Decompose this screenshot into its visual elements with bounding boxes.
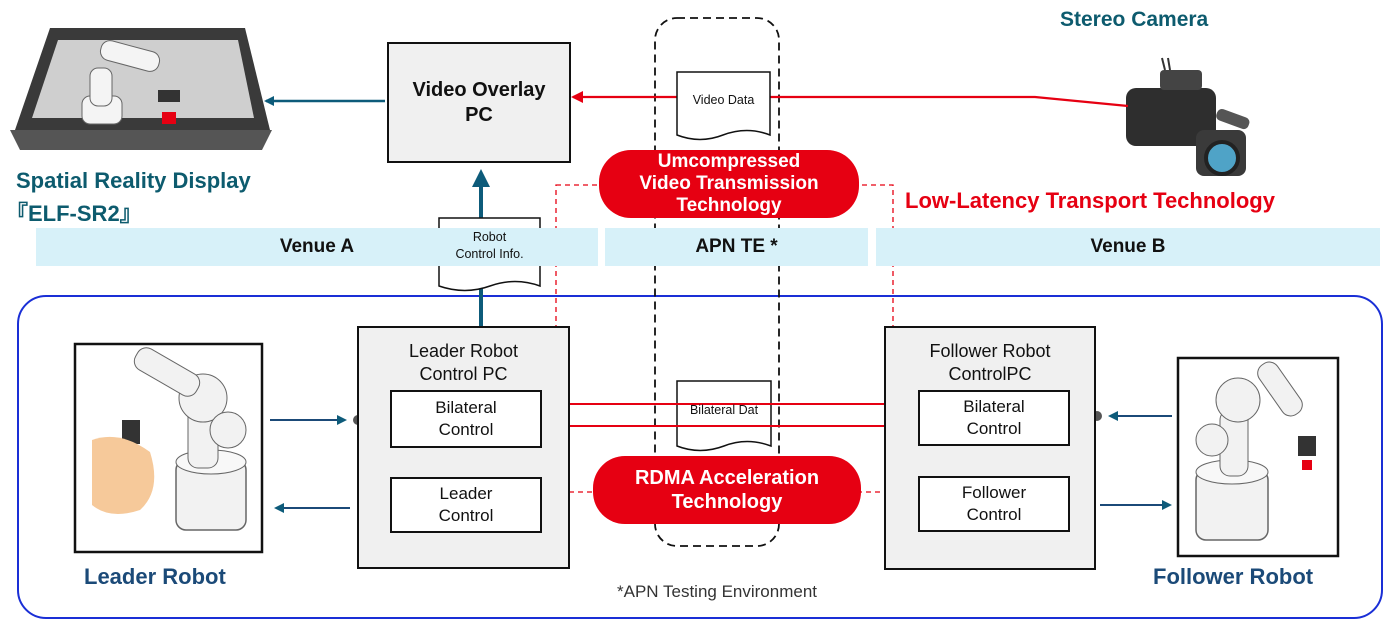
footnote: *APN Testing Environment — [617, 582, 818, 601]
follower-robot-label: Follower Robot — [1153, 564, 1314, 589]
spatial-reality-display-label: Spatial Reality Display — [16, 168, 251, 193]
stereo-camera-illustration — [1126, 57, 1250, 176]
follower-bilateral-control-box: Bilateral Control — [918, 390, 1070, 446]
video-data-doc-shape — [676, 71, 771, 141]
follower-control-box: Follower Control — [918, 476, 1070, 532]
uncompressed-video-transmission-pill: Umcompressed Video Transmission Technolo… — [599, 150, 859, 218]
venue-b-bar: Venue B — [876, 228, 1380, 266]
venue-a-bar: Venue A — [36, 228, 598, 266]
leader-robot-control-pc-box: Leader Robot Control PC Bilateral Contro… — [357, 326, 570, 569]
follower-robot-control-pc-box: Follower Robot ControlPC Bilateral Contr… — [884, 326, 1096, 570]
leader-robot-label: Leader Robot — [84, 564, 226, 589]
video-overlay-pc-label: Video Overlay PC — [412, 78, 546, 126]
low-latency-label: Low-Latency Transport Technology — [905, 188, 1275, 213]
apn-te-frame — [654, 17, 780, 547]
leader-bilateral-control-box: Bilateral Control — [390, 390, 542, 448]
leader-pc-title: Leader Robot Control PC — [408, 341, 519, 384]
video-data-label: Video Data — [692, 93, 755, 107]
elf-sr2-label: 『ELF-SR2』 — [6, 201, 142, 226]
robot-control-info-label: Robot Control Info. — [455, 230, 524, 261]
venue-te-bar: APN TE * — [605, 228, 868, 266]
leader-control-box: Leader Control — [390, 477, 542, 533]
stereo-camera-label: Stereo Camera — [1060, 8, 1209, 31]
bilateral-data-doc-shape — [676, 380, 772, 452]
follower-pc-title: Follower Robot ControlPC — [929, 341, 1051, 384]
bilateral-data-label: Bilateral Dat — [689, 403, 759, 417]
lower-frame — [17, 295, 1383, 619]
rdma-acceleration-pill: RDMA Acceleration Technology — [593, 456, 861, 524]
spatial-reality-display-illustration — [10, 28, 272, 150]
video-overlay-pc-box: Video Overlay PC — [387, 42, 571, 163]
leader-robot-illustration — [92, 347, 247, 531]
follower-robot-illustration — [1195, 361, 1316, 541]
